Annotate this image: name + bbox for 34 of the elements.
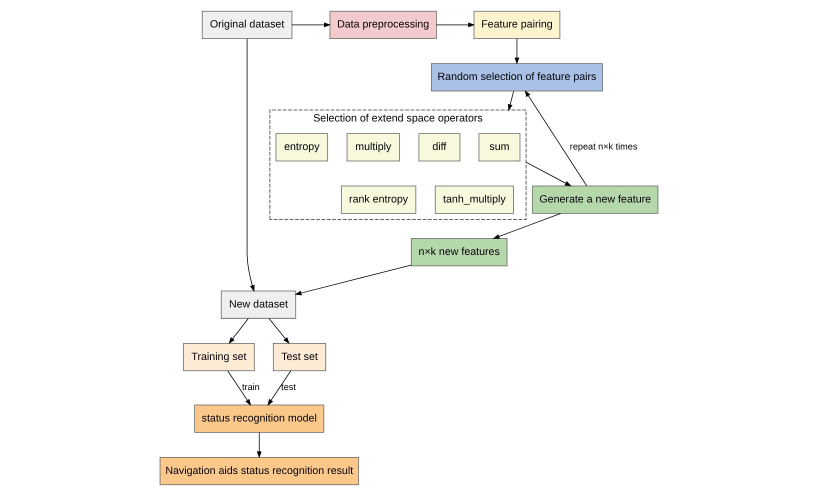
edge-label: train bbox=[242, 382, 260, 392]
node-box: Navigation aids status recognition result bbox=[160, 457, 359, 486]
arrow bbox=[508, 90, 514, 112]
node-box: tanh_multiply bbox=[434, 186, 514, 214]
node-box: entropy bbox=[276, 133, 328, 162]
node-box: Generate a new feature bbox=[532, 186, 658, 214]
arrow bbox=[292, 22, 331, 28]
arrow bbox=[436, 22, 476, 28]
edge-label: repeat n×k times bbox=[570, 142, 638, 152]
arrow bbox=[256, 432, 262, 458]
arrow bbox=[228, 318, 249, 344]
node-box: status recognition model bbox=[194, 404, 324, 433]
arrow bbox=[514, 38, 520, 64]
node-box: Random selection of feature pairs bbox=[431, 63, 603, 92]
arrow bbox=[526, 162, 572, 186]
arrow bbox=[294, 264, 412, 296]
node-box: rank entropy bbox=[340, 186, 416, 214]
arrow bbox=[227, 370, 252, 406]
edge-label: test bbox=[281, 382, 296, 392]
arrow bbox=[268, 318, 290, 344]
node-box: Original dataset bbox=[202, 10, 292, 39]
node-box: sum bbox=[478, 133, 520, 162]
node-box: diff bbox=[418, 133, 460, 162]
node-box: n×k new features bbox=[410, 238, 508, 266]
node-box: New dataset bbox=[220, 290, 296, 319]
node-box: multiply bbox=[346, 133, 400, 162]
node-box: Data preprocessing bbox=[330, 10, 437, 39]
node-box: Feature pairing bbox=[474, 10, 560, 39]
arrow bbox=[524, 90, 588, 186]
node-box: Test set bbox=[272, 343, 326, 372]
arrow bbox=[492, 213, 561, 239]
node-box: Training set bbox=[183, 343, 255, 372]
arrow bbox=[246, 38, 255, 292]
arrow bbox=[267, 370, 292, 406]
